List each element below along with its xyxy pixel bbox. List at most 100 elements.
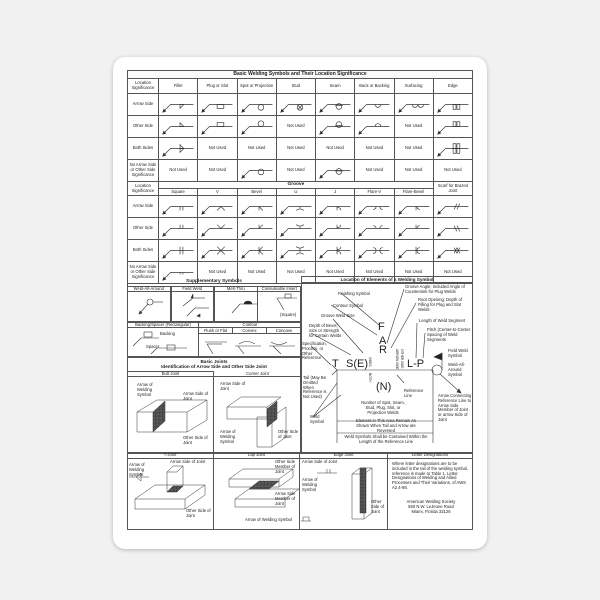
not-used-cell: Not Used xyxy=(432,159,474,183)
edge-joint-title: Edge Joint xyxy=(333,452,354,457)
basic-joints-subtitle: Identification of Arrow Side and Other S… xyxy=(161,364,267,369)
v-other-symbol-icon xyxy=(201,224,233,237)
t-other-side-label: Other Side of Joint xyxy=(186,508,211,518)
supplementary-title: Supplementary Symbols xyxy=(186,279,242,284)
row-label: No Arrow Side or Other Side Significance xyxy=(127,159,159,183)
u-arrow-symbol-icon xyxy=(280,206,312,215)
not-used-cell: Not Used xyxy=(197,159,238,183)
not-used-cell: Not Used xyxy=(393,137,434,161)
symbol-cell xyxy=(314,159,356,183)
row-label: Both Sides xyxy=(127,137,159,161)
flarev-both-symbol-icon xyxy=(358,247,390,259)
square-other-symbol-icon xyxy=(162,224,194,237)
number-label: Number of Spot, Seam, Stud, Plug, Slot, … xyxy=(361,400,405,415)
lap-arrow-member-label: Arrow Side Member of Joint xyxy=(275,491,296,506)
root-opening-label: Root Opening; Depth of Filling for Plug … xyxy=(418,297,462,312)
symbol-cell xyxy=(275,195,317,219)
not-used-cell: Not Used xyxy=(354,137,395,161)
butt-other-side-label: Other Side of Joint xyxy=(183,435,208,445)
concave-label: Concave xyxy=(267,328,301,334)
symbol-cell xyxy=(393,92,434,117)
joint-drawings-icon xyxy=(136,396,287,448)
symbol-cell xyxy=(354,239,395,263)
root-opening-r: R xyxy=(379,344,387,356)
table-title: Basic Welding Symbols and Their Location… xyxy=(127,70,473,79)
symbol-cell xyxy=(157,217,199,241)
corner-arrow-side-label: Arrow Side of Joint xyxy=(220,381,246,391)
row-label: Other Side xyxy=(127,115,159,139)
table-row: Arrow Side xyxy=(127,92,474,117)
welding-symbol-diagram-icon xyxy=(310,288,462,443)
weld-all-around-label: Weld-All-Around xyxy=(127,286,171,292)
square-label: (Square) xyxy=(280,312,297,317)
symbol-cell xyxy=(314,195,356,219)
length-label: Length of Weld Segment xyxy=(419,318,466,323)
symbol-cell xyxy=(314,115,356,139)
table-row: Both Sides xyxy=(127,239,474,263)
symbol-cell xyxy=(354,217,395,241)
aws-address-1: 550 N.W. LeJeune Road xyxy=(408,504,454,509)
flarebevel-other-symbol-icon xyxy=(397,224,429,237)
scarf-other-symbol-icon xyxy=(437,225,469,237)
symbol-cell xyxy=(197,92,238,117)
symbol-cell xyxy=(314,217,356,241)
lap-joint-title: Lap Joint xyxy=(248,452,265,457)
row-label: Both Sides xyxy=(127,239,159,263)
j-both-symbol-icon xyxy=(319,246,351,259)
edge-arrow-of-label: Arrow of Welding Symbol xyxy=(302,477,318,492)
finishing-symbol-label: Finishing Symbol xyxy=(338,291,370,296)
basic-joints-title: Basic Joints xyxy=(200,359,228,364)
plug-other-symbol-icon xyxy=(201,122,233,135)
column-header: Edge xyxy=(432,78,474,94)
back-arrow-symbol-icon xyxy=(358,104,390,113)
spot-none-symbol-icon xyxy=(240,168,272,179)
symbol-cell xyxy=(275,217,317,241)
symbol-cell xyxy=(432,195,474,219)
spot-other-symbol-icon xyxy=(240,120,272,135)
seam-none-symbol-icon xyxy=(319,168,351,179)
groove-size-label: Groove Weld Size xyxy=(321,313,355,318)
number-n: (N) xyxy=(376,381,392,393)
seam-arrow-symbol-icon xyxy=(319,103,351,113)
column-header: Spot or Projection xyxy=(236,78,277,94)
finish-symbol-f: F xyxy=(378,321,385,333)
v-arrow-symbol-icon xyxy=(201,206,233,215)
column-header: Back or Backing xyxy=(354,78,395,94)
not-used-cell: Not Used xyxy=(393,115,434,139)
symbol-cell xyxy=(157,195,199,219)
symbol-cell xyxy=(197,217,238,241)
table-row: Arrow Side xyxy=(127,195,474,219)
weld-symbol-label: Weld Symbol xyxy=(310,414,324,424)
symbol-cell xyxy=(236,239,277,263)
symbol-cell xyxy=(354,115,395,139)
column-header: Plug or Slot xyxy=(197,78,238,94)
symbol-cell xyxy=(432,115,474,139)
bottom-joint-drawings-icon xyxy=(129,465,373,522)
back-other-symbol-icon xyxy=(358,123,390,135)
column-header: Fillet xyxy=(157,78,199,94)
scarf-header: Scarf for Brazed Joint xyxy=(432,181,474,197)
symbol-cell xyxy=(157,137,199,161)
not-used-cell: Not Used xyxy=(314,137,356,161)
supplementary-symbols-icon xyxy=(138,293,297,318)
location-header: Location Significance xyxy=(127,78,159,94)
symbol-cell xyxy=(157,92,199,117)
edge-both-symbol-icon xyxy=(437,143,469,157)
contour-symbol-label: Contour Symbol xyxy=(333,303,364,308)
field-weld-label: Field Weld xyxy=(170,286,214,292)
corner-arrow-of-label: Arrow of Welding Symbol xyxy=(220,429,236,444)
square-both-symbol-icon xyxy=(162,246,194,259)
j-arrow-symbol-icon xyxy=(319,206,351,215)
column-header: Surfacing xyxy=(393,78,434,94)
consumable-insert-label: Consumable Insert xyxy=(257,286,301,292)
letters-text: Where letter designations are to be incl… xyxy=(392,461,469,491)
table-row: Other Side xyxy=(127,217,474,241)
all-around-label: Weld-All-Around Symbol xyxy=(448,362,465,377)
groove-column-header: Bevel xyxy=(236,188,277,197)
arrow-side-vertical-label: ARROW SIDE xyxy=(395,349,399,370)
groove-group-header: Groove xyxy=(158,181,434,190)
sides-label: SIDES xyxy=(368,357,372,367)
symbol-cell xyxy=(236,115,277,139)
